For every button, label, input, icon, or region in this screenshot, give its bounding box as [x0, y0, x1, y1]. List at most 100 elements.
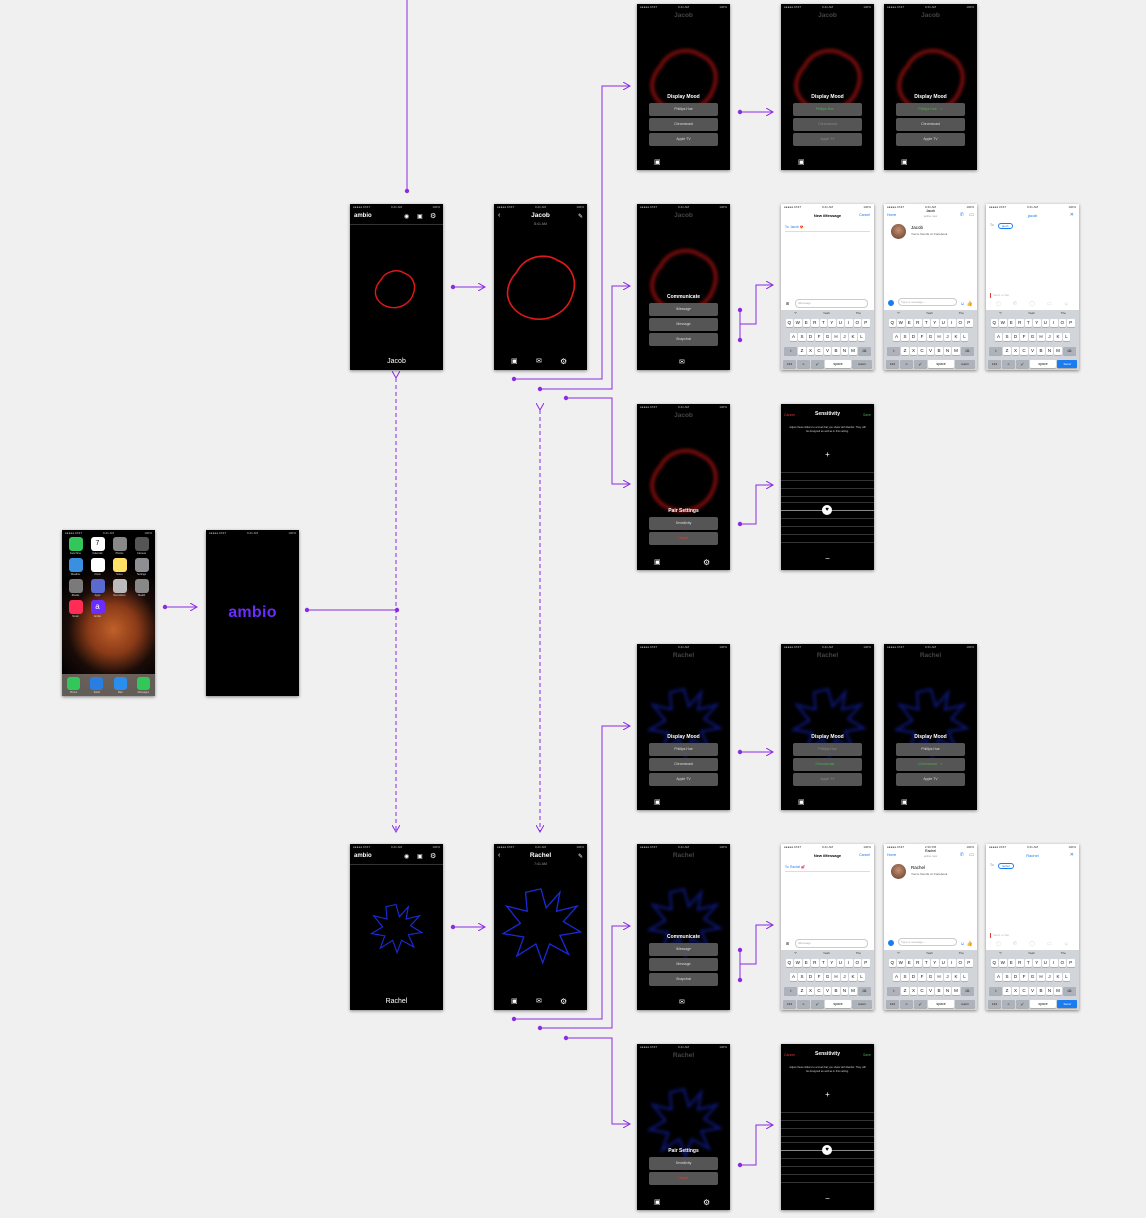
key[interactable]: A	[789, 333, 798, 341]
menu-item[interactable]: Phillips Hue◌	[793, 103, 862, 116]
key[interactable]: L	[1062, 333, 1071, 341]
return-key[interactable]: return	[852, 360, 872, 368]
key[interactable]: K	[1054, 333, 1062, 341]
key[interactable]: M	[952, 347, 960, 355]
app-icon[interactable]: Camera	[132, 537, 151, 555]
key[interactable]: U	[836, 959, 844, 967]
key[interactable]: Z	[798, 347, 806, 355]
key[interactable]: C	[1020, 347, 1028, 355]
suggestion[interactable]: Yeah	[926, 951, 933, 955]
message-input[interactable]: Type a message...	[898, 938, 957, 946]
key[interactable]: E	[802, 319, 810, 327]
key[interactable]: F	[1020, 333, 1028, 341]
numbers-key[interactable]: 123	[783, 360, 796, 368]
key[interactable]: S	[901, 973, 909, 981]
save-button[interactable]: Save	[863, 413, 871, 417]
capture-button-icon[interactable]: ◯	[1029, 301, 1035, 307]
key[interactable]: J	[943, 973, 952, 981]
emoji-key[interactable]: ☺	[1002, 1000, 1015, 1008]
menu-item[interactable]: Phillips Hue	[649, 743, 718, 756]
menu-item[interactable]: Sensitivity	[649, 517, 718, 530]
mood-blob[interactable]	[499, 248, 583, 330]
dock-app-icon[interactable]: Messages	[136, 676, 150, 694]
palette-icon[interactable]: ◉	[404, 214, 410, 220]
key[interactable]: P	[965, 319, 973, 327]
key[interactable]: O	[956, 319, 964, 327]
suggestion[interactable]: The	[1060, 951, 1066, 955]
cast-icon[interactable]: ▣	[417, 854, 423, 860]
numbers-key[interactable]: 123	[783, 1000, 796, 1008]
cast-icon[interactable]: ▣	[901, 159, 908, 166]
key[interactable]: K	[952, 333, 960, 341]
recipient-field[interactable]: To: Rachel 💕	[785, 865, 870, 872]
phone-icon[interactable]: ✆	[959, 212, 964, 218]
key[interactable]: G	[926, 333, 935, 341]
key[interactable]: S	[798, 973, 806, 981]
back-button[interactable]: Home	[887, 853, 897, 857]
key[interactable]: Y	[931, 959, 939, 967]
recipient-chip[interactable]: rachel	[998, 862, 1014, 869]
key[interactable]: E	[905, 319, 913, 327]
suggestion[interactable]: Yeah	[823, 311, 830, 315]
cast-icon[interactable]: ▣	[654, 559, 661, 566]
key[interactable]: C	[1020, 987, 1028, 995]
key[interactable]: B	[935, 347, 943, 355]
key[interactable]: Z	[901, 347, 909, 355]
menu-item[interactable]: Phillips Hue✓	[896, 103, 965, 116]
key[interactable]: N	[1045, 347, 1054, 355]
suggestion[interactable]: Yeah	[1028, 951, 1035, 955]
key[interactable]: T	[819, 319, 827, 327]
gear-icon[interactable]: ⚙	[430, 853, 437, 860]
message-input[interactable]: Type a message...	[898, 298, 957, 306]
mood-spiky-blob[interactable]	[498, 882, 584, 968]
plus-icon[interactable]	[888, 300, 894, 306]
palette-icon[interactable]: ◉	[404, 854, 410, 860]
key[interactable]: Z	[1003, 987, 1011, 995]
key[interactable]: N	[840, 347, 849, 355]
key[interactable]: M	[1054, 347, 1062, 355]
menu-item[interactable]: iMessage	[649, 303, 718, 316]
key[interactable]: E	[1007, 319, 1015, 327]
key[interactable]: C	[918, 987, 926, 995]
key[interactable]: S	[1003, 973, 1011, 981]
space-key[interactable]: space	[928, 1000, 954, 1008]
suggestion[interactable]: Yeah	[926, 311, 933, 315]
cancel-button[interactable]: Cancel	[784, 1053, 795, 1057]
shift-key[interactable]: ⇧	[784, 987, 798, 995]
key[interactable]: O	[853, 959, 861, 967]
key[interactable]: H	[935, 973, 943, 981]
key[interactable]: Y	[1033, 319, 1041, 327]
slider-handle[interactable]	[822, 1145, 832, 1155]
return-key[interactable]: Send	[1057, 1000, 1077, 1008]
cast-icon[interactable]: ▣	[654, 799, 661, 806]
key[interactable]: G	[823, 333, 832, 341]
key[interactable]: Q	[785, 959, 793, 967]
app-icon[interactable]: Photos	[110, 537, 129, 555]
emoji-key[interactable]: ☺	[1002, 360, 1015, 368]
key[interactable]: J	[1045, 333, 1054, 341]
key[interactable]: X	[909, 347, 918, 355]
key[interactable]: Y	[931, 319, 939, 327]
increase-button[interactable]: +	[825, 1090, 830, 1099]
key[interactable]: V	[926, 987, 935, 995]
menu-item[interactable]: Snapchat	[649, 973, 718, 986]
space-key[interactable]: space	[825, 1000, 851, 1008]
emoji-icon[interactable]: ☺	[1063, 941, 1069, 947]
back-icon[interactable]: ‹	[498, 852, 501, 859]
key[interactable]: H	[1037, 333, 1045, 341]
decrease-button[interactable]: −	[825, 554, 830, 563]
numbers-key[interactable]: 123	[886, 360, 899, 368]
key[interactable]: T	[922, 319, 930, 327]
decrease-button[interactable]: −	[825, 1194, 830, 1203]
key[interactable]: D	[1011, 333, 1020, 341]
key[interactable]: V	[823, 347, 832, 355]
key[interactable]: N	[1045, 987, 1054, 995]
menu-item[interactable]: Apple TV	[649, 133, 718, 146]
key[interactable]: S	[1003, 333, 1011, 341]
key[interactable]: A	[789, 973, 798, 981]
edit-icon[interactable]: ✎	[577, 214, 583, 220]
emoji-key[interactable]: ☺	[797, 1000, 810, 1008]
dock-app-icon[interactable]: Safari	[90, 676, 104, 694]
image-icon[interactable]: ▢	[996, 301, 1001, 307]
